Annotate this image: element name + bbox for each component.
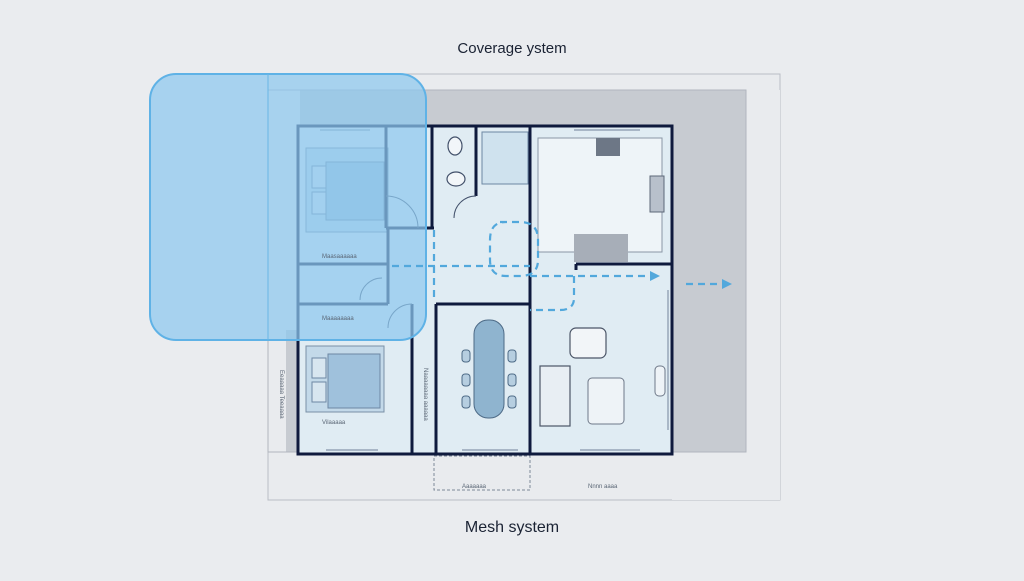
entrance-step — [433, 455, 531, 491]
stove — [649, 175, 665, 213]
coverage-zone — [149, 73, 427, 341]
toilet-top — [447, 136, 463, 156]
diagram-title-bottom: Mesh system — [464, 519, 560, 536]
toilet-side — [446, 171, 466, 187]
windows — [320, 129, 669, 451]
sink — [596, 138, 620, 156]
room-label-bedroom-bottom: Vilaaaaa — [322, 420, 346, 426]
room-label-hall-small: Maaaaaaaa — [322, 316, 354, 322]
kitchen-island — [574, 234, 628, 262]
signal-paths — [392, 220, 724, 312]
dining-table — [473, 319, 505, 419]
dining-chairs — [461, 349, 517, 409]
room-label-corridor: Naaaaaaaa aaaaaa — [422, 368, 428, 421]
coffee-table — [587, 377, 625, 425]
room-label-bedroom-top: Maasaaaaaa — [322, 254, 357, 260]
shower — [481, 131, 529, 185]
bed-bottom — [305, 345, 385, 413]
room-label-bottom-center: Aaaaaaa — [462, 484, 487, 490]
signal-arrows — [650, 271, 732, 289]
sofa — [539, 365, 571, 427]
room-label-side-left: Eeaaaaa Teeaaaa — [278, 370, 284, 419]
room-label-bottom-right: Nnnn aaaa — [588, 484, 618, 490]
side-cabinet — [654, 365, 666, 397]
diagram-title-top: Coverage ystem — [457, 40, 567, 57]
armchair — [569, 327, 607, 359]
